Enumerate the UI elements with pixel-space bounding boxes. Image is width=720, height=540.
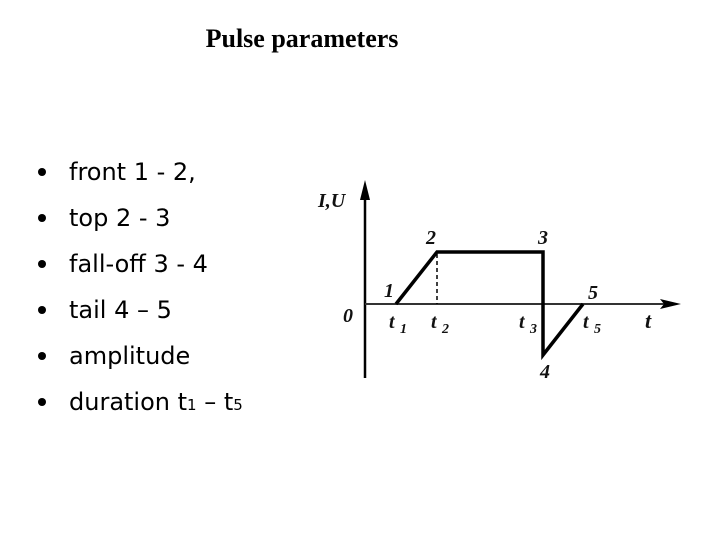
list-item-duration: duration t1 – t5 bbox=[34, 382, 243, 428]
point-5-label: 5 bbox=[588, 282, 598, 304]
y-axis-label: I,U bbox=[317, 190, 347, 212]
svg-text:5: 5 bbox=[594, 322, 601, 337]
svg-text:t: t bbox=[583, 311, 590, 333]
list-item-tail: tail 4 – 5 bbox=[34, 290, 243, 336]
point-1-label: 1 bbox=[384, 280, 394, 302]
point-4-label: 4 bbox=[539, 361, 550, 383]
parameter-list: front 1 - 2, top 2 - 3 fall-off 3 - 4 ta… bbox=[34, 152, 243, 428]
svg-text:3: 3 bbox=[529, 322, 537, 337]
list-item-front: front 1 - 2, bbox=[34, 152, 243, 198]
x-axis-arrow-icon bbox=[660, 299, 681, 309]
x-axis-label: t bbox=[645, 308, 652, 333]
bullet-icon bbox=[38, 398, 46, 406]
bullet-icon bbox=[38, 168, 46, 176]
list-item-fall-off: fall-off 3 - 4 bbox=[34, 244, 243, 290]
point-3-label: 3 bbox=[537, 227, 548, 249]
t3-label: t 3 bbox=[519, 311, 537, 337]
y-axis bbox=[360, 180, 370, 378]
t2-label: t 2 bbox=[431, 311, 449, 337]
point-2-label: 2 bbox=[425, 227, 436, 249]
origin-label: 0 bbox=[343, 305, 353, 327]
svg-text:t: t bbox=[519, 311, 526, 333]
svg-text:1: 1 bbox=[400, 322, 407, 337]
bullet-icon bbox=[38, 306, 46, 314]
bullet-icon bbox=[38, 260, 46, 268]
y-axis-arrow-icon bbox=[360, 180, 370, 200]
svg-text:t: t bbox=[389, 311, 396, 333]
svg-text:t: t bbox=[431, 311, 438, 333]
t1-label: t 1 bbox=[389, 311, 407, 337]
bullet-icon bbox=[38, 214, 46, 222]
pulse-waveform bbox=[394, 250, 585, 361]
bullet-icon bbox=[38, 352, 46, 360]
page-title: Pulse parameters bbox=[205, 24, 399, 53]
list-item-amplitude: amplitude bbox=[34, 336, 243, 382]
list-item-top: top 2 - 3 bbox=[34, 198, 243, 244]
svg-text:2: 2 bbox=[441, 322, 449, 337]
x-axis bbox=[365, 299, 681, 309]
t5-label: t 5 bbox=[583, 311, 601, 337]
